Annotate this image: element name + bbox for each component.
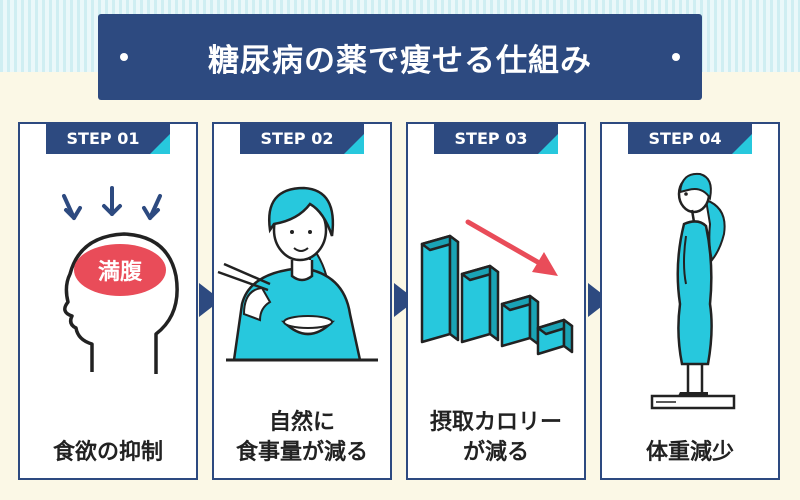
fullness-badge: 満腹 [97, 260, 142, 285]
head-brain-icon [62, 186, 179, 374]
step-caption-1: 食欲の抑制 [20, 438, 196, 468]
step-label-3: STEP 03 [434, 122, 558, 154]
caption-line: 体重減少 [645, 440, 734, 465]
step-label-1: STEP 01 [46, 122, 170, 154]
woman-on-scale-icon [650, 172, 736, 410]
caption-line: 摂取カロリー [429, 410, 562, 435]
step-caption-3: 摂取カロリー が減る [408, 408, 584, 468]
step-card-4: STEP 04 体重減少 [600, 122, 780, 480]
step-label-4: STEP 04 [628, 122, 752, 154]
caption-line: が減る [462, 440, 529, 465]
title-dot-left [120, 53, 128, 61]
title-dot-right [672, 53, 680, 61]
step-caption-4: 体重減少 [602, 438, 778, 468]
caption-line: 食事量が減る [235, 440, 368, 465]
decreasing-bars-icon [420, 219, 574, 356]
title-banner: 糖尿病の薬で痩せる仕組み [98, 14, 702, 100]
woman-eating-icon [217, 186, 378, 362]
caption-line: 自然に [268, 410, 335, 435]
step-caption-2: 自然に 食事量が減る [214, 408, 390, 468]
caption-line: 食欲の抑制 [52, 440, 163, 465]
step-card-1: STEP 01 満腹 食欲の抑制 [18, 122, 198, 480]
page-title: 糖尿病の薬で痩せる仕組み [208, 42, 592, 79]
step-card-3: STEP 03 摂取カロリー が減る [406, 122, 586, 480]
step-label-2: STEP 02 [240, 122, 364, 154]
step-card-2: STEP 02 自然に 食事量が減る [212, 122, 392, 480]
